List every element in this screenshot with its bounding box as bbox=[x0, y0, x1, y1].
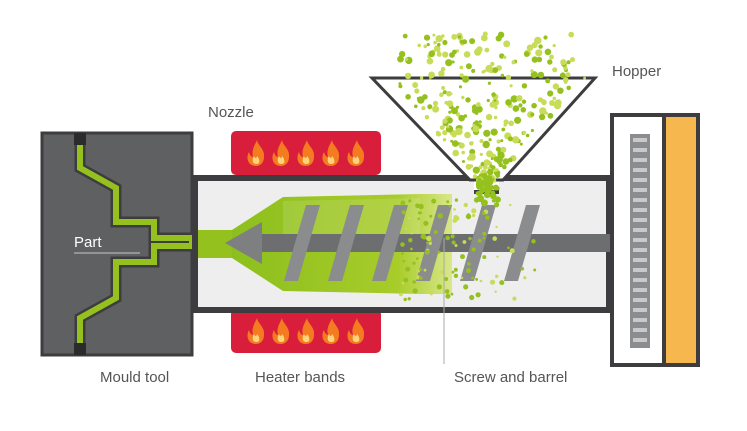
label-heater-bands: Heater bands bbox=[255, 369, 346, 386]
flame-icon bbox=[247, 318, 265, 344]
gear-teeth bbox=[633, 138, 647, 342]
heater-flames-top bbox=[247, 140, 365, 166]
flame-icon bbox=[322, 318, 340, 344]
screw-tip bbox=[225, 222, 262, 264]
drive-motor bbox=[662, 113, 700, 367]
label-hopper: Hopper bbox=[612, 63, 662, 80]
screw-flight bbox=[284, 205, 320, 281]
flame-icon bbox=[272, 318, 290, 344]
hopper bbox=[368, 31, 599, 208]
flame-icon bbox=[347, 318, 365, 344]
label-mould-tool: Mould tool bbox=[100, 369, 170, 386]
mould-vent-bottom bbox=[74, 343, 86, 355]
barrel-granules bbox=[399, 197, 537, 302]
label-nozzle: Nozzle bbox=[208, 104, 254, 121]
flame-icon bbox=[272, 140, 290, 166]
heater-band-bottom bbox=[231, 309, 381, 353]
flame-icon bbox=[247, 140, 265, 166]
label-part: Part bbox=[74, 234, 102, 251]
hopper-funnel bbox=[368, 76, 599, 182]
flame-icon bbox=[347, 140, 365, 166]
screw-flight bbox=[328, 205, 364, 281]
mould-vent-top bbox=[74, 133, 86, 145]
screw-flight bbox=[504, 205, 540, 281]
screw-flight bbox=[460, 205, 496, 281]
screw-flight bbox=[416, 205, 452, 281]
screw-flight bbox=[372, 205, 408, 281]
label-screw-and-barrel: Screw and barrel bbox=[454, 369, 568, 386]
hopper-granules bbox=[397, 31, 586, 208]
heater-band-top bbox=[231, 131, 381, 175]
drive-unit bbox=[610, 113, 700, 367]
mould-tool bbox=[40, 131, 198, 357]
flame-icon bbox=[297, 318, 315, 344]
flame-icon bbox=[322, 140, 340, 166]
flame-icon bbox=[297, 140, 315, 166]
screw-flights bbox=[284, 205, 540, 281]
heater-flames-bottom bbox=[247, 318, 365, 344]
